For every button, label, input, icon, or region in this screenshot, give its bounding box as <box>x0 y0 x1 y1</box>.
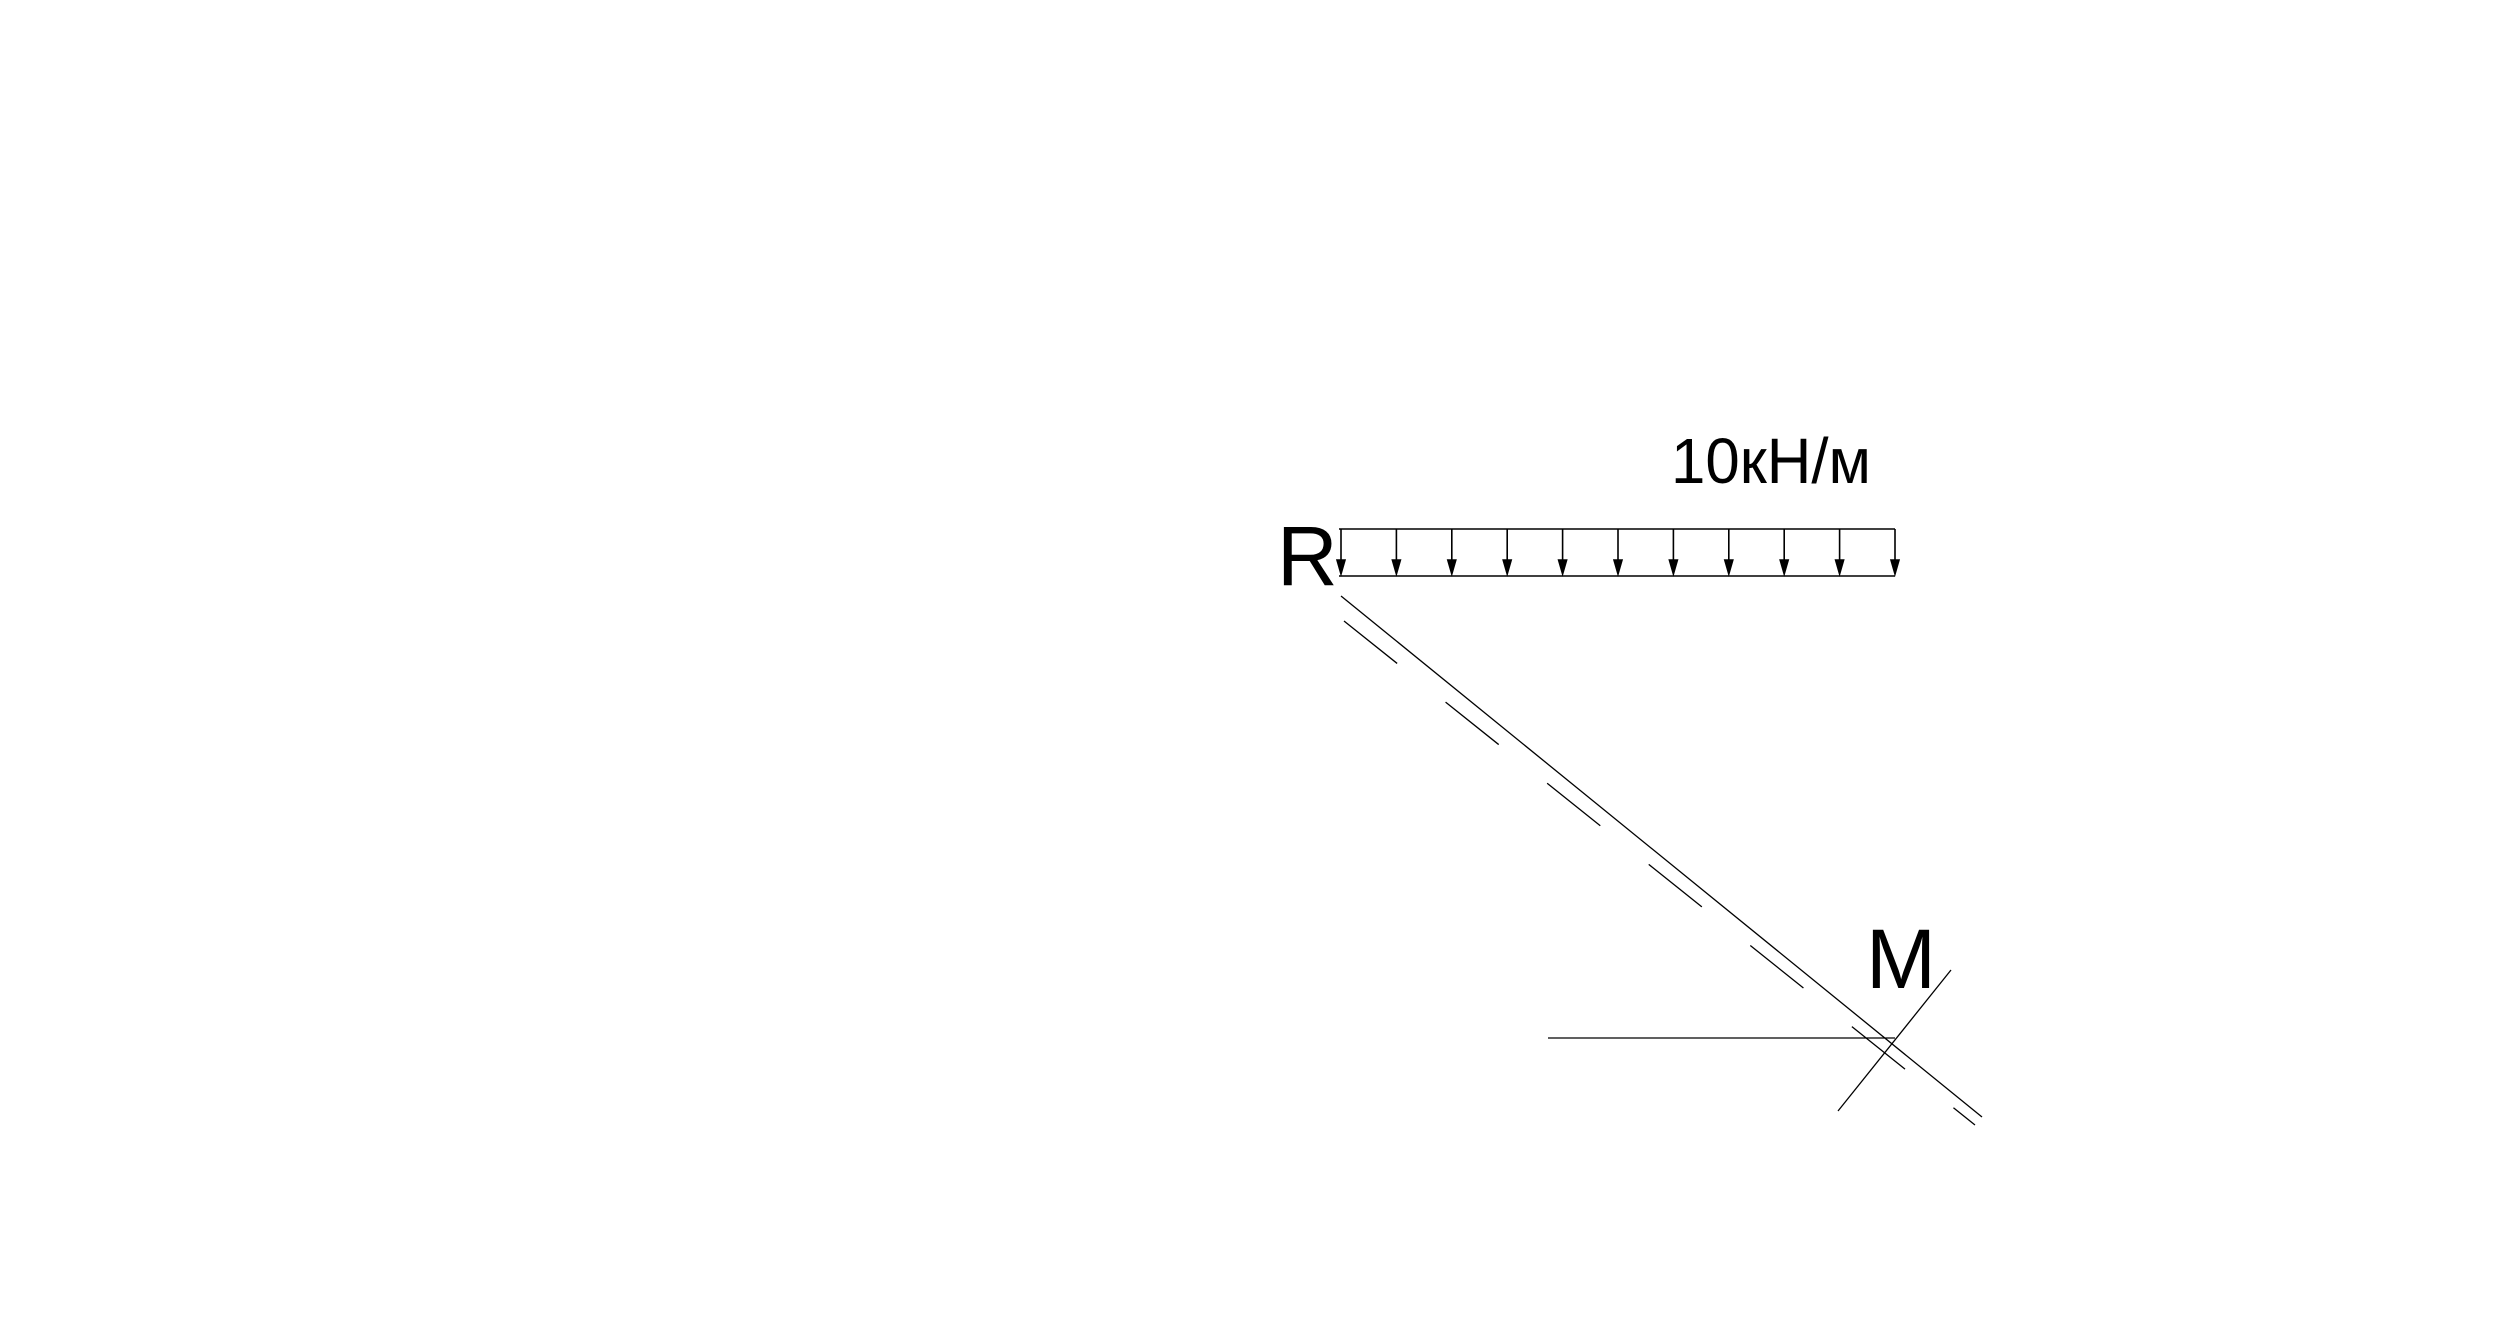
load-arrow <box>1391 529 1402 577</box>
load-arrow <box>1446 529 1457 577</box>
point-r-label: R <box>1277 509 1338 603</box>
load-arrow <box>1723 529 1734 577</box>
distributed-load <box>1335 528 1901 577</box>
load-arrow <box>1668 529 1679 577</box>
load-label: 10кН/м <box>1671 425 1871 497</box>
load-arrows <box>1335 529 1901 577</box>
load-arrow <box>1889 529 1901 577</box>
load-arrow <box>1502 529 1513 577</box>
cross-tick <box>1837 969 1952 1112</box>
load-arrow <box>1335 529 1347 577</box>
load-arrow <box>1557 529 1568 577</box>
load-arrow <box>1779 529 1790 577</box>
load-arrow <box>1834 529 1845 577</box>
inclined-member <box>1340 595 1983 1118</box>
dashed-offset-line <box>1343 620 1976 1126</box>
point-m-label: M <box>1866 912 1936 1006</box>
load-arrow <box>1612 529 1624 577</box>
